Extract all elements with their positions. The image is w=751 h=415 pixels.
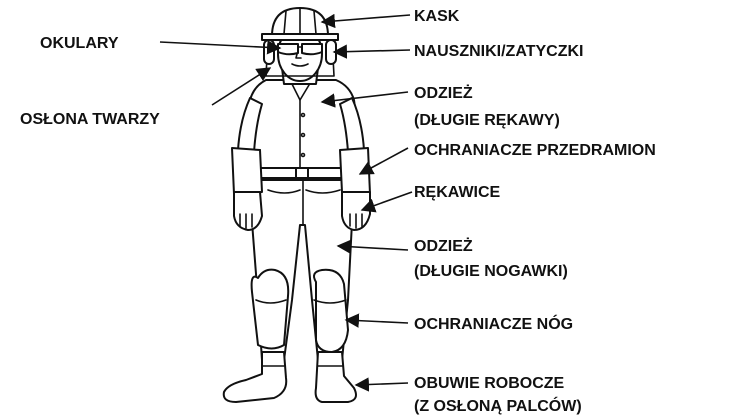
label-oslona-twarzy: OSŁONA TWARZY (20, 111, 160, 128)
belt (259, 168, 349, 178)
leader-okulary (160, 42, 280, 48)
label-odziez-nogawki-2: (DŁUGIE NOGAWKI) (414, 263, 568, 280)
label-kask: KASK (414, 8, 460, 25)
boots (224, 352, 356, 402)
leg-guards (252, 270, 348, 352)
worker-figure (224, 8, 370, 402)
leader-kask (322, 15, 410, 22)
label-okulary: OKULARY (40, 35, 119, 52)
label-ochraniacze-nog: OCHRANIACZE NÓG (414, 314, 573, 333)
label-obuwie-2: (Z OSŁONĄ PALCÓW) (414, 396, 582, 415)
leader-ochraniacze-nog (346, 320, 408, 323)
label-odziez-rekawy-2: (DŁUGIE RĘKAWY) (414, 112, 560, 129)
label-obuwie-1: OBUWIE ROBOCZE (414, 375, 565, 392)
label-odziez-rekawy-1: ODZIEŻ (414, 84, 473, 102)
label-rekawice: RĘKAWICE (414, 184, 501, 201)
label-ochraniacze-przedramion: OCHRANIACZE PRZEDRAMION (414, 142, 656, 159)
leader-nauszniki (334, 50, 410, 52)
leader-obuwie (356, 383, 408, 385)
helmet (262, 8, 338, 40)
label-odziez-nogawki-1: ODZIEŻ (414, 237, 473, 255)
label-nauszniki: NAUSZNIKI/ZATYCZKI (414, 43, 583, 60)
